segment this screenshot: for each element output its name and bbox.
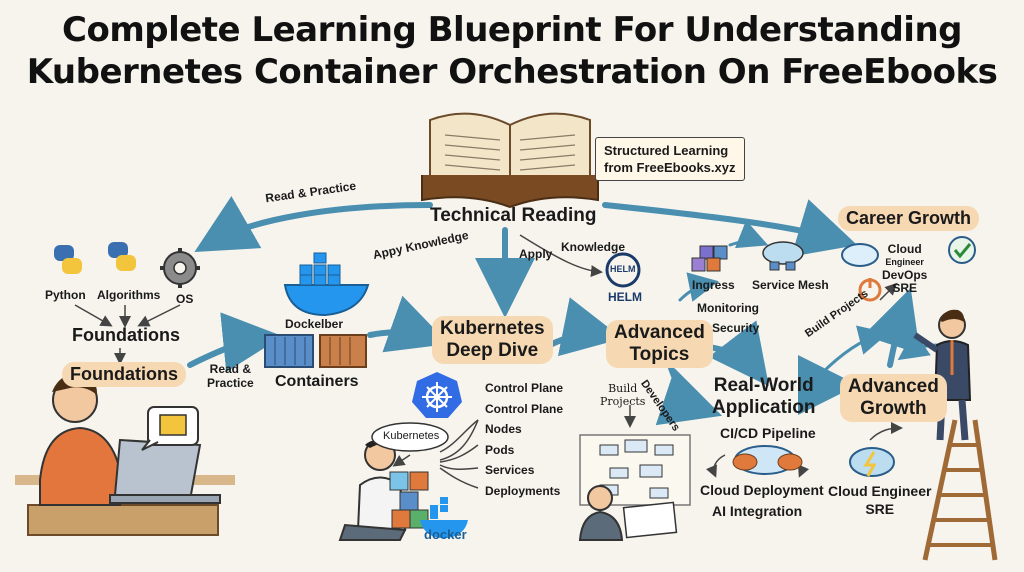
cloud-deployment-label: Cloud Deployment bbox=[700, 482, 824, 498]
open-book-icon bbox=[421, 112, 599, 209]
arrow-advanced-to-realworld-2 bbox=[655, 362, 723, 426]
career-roles-label: Cloud Engineer DevOps SRE bbox=[882, 243, 927, 295]
checkmark-badge-icon bbox=[948, 236, 976, 264]
build-projects-left-label: Build Projects bbox=[600, 382, 645, 408]
gear-icon bbox=[160, 248, 200, 288]
algorithms-label: Algorithms bbox=[97, 288, 161, 302]
advanced-growth-node: Advanced Growth bbox=[840, 374, 947, 422]
helm-icon-text: HELM bbox=[610, 264, 636, 274]
arrow-k8s-to-advanced bbox=[547, 297, 623, 357]
builder-person-illustration bbox=[338, 439, 429, 541]
cloud-lightning-icon bbox=[849, 447, 895, 477]
service-mesh-icon bbox=[762, 241, 804, 271]
helm-icon bbox=[605, 252, 641, 288]
helm-label: HELM bbox=[608, 290, 642, 304]
service-mesh-label: Service Mesh bbox=[752, 278, 829, 292]
cloud-engineer-bottom-line-2: SRE bbox=[865, 501, 895, 517]
arrow-growth-to-career bbox=[863, 287, 921, 368]
k8s-deep-dive-node: Kubernetes Deep Dive bbox=[432, 316, 553, 364]
ingress-cubes-icon bbox=[691, 245, 728, 272]
career-growth-node: Career Growth bbox=[838, 206, 980, 231]
page-title-line-1: Complete Learning Blueprint For Understa… bbox=[62, 10, 962, 50]
power-icon bbox=[858, 278, 882, 302]
cloud-engineer-bottom-line-1: Cloud Engineer bbox=[828, 483, 932, 499]
advanced-growth-line-2: Growth bbox=[860, 398, 927, 419]
ai-integration-label: AI Integration bbox=[712, 503, 803, 519]
dockelber-label: Dockelber bbox=[285, 317, 344, 331]
book-note-line-1: Structured Learning bbox=[604, 143, 729, 158]
build-projects-left-line-2: Projects bbox=[600, 395, 646, 408]
read-practice-mid-line-2: Practice bbox=[207, 376, 254, 390]
cloud-engineer-bottom-label: Cloud Engineer SRE bbox=[828, 482, 931, 518]
ladder-illustration bbox=[922, 419, 998, 561]
kubernetes-bubble-text: Kubernetes bbox=[383, 430, 440, 442]
real-world-node: Real-World Application bbox=[712, 375, 815, 419]
page-title-line-2: Kubernetes Container Orchestration On Fr… bbox=[26, 52, 998, 92]
docker-whale-icon bbox=[283, 252, 370, 317]
book-note: Structured Learning from FreeEbooks.xyz bbox=[595, 137, 745, 181]
k8s-component-item: Services bbox=[485, 463, 535, 477]
os-label: OS bbox=[176, 292, 194, 306]
career-roles-line-1: Cloud bbox=[887, 242, 922, 256]
cicd-clouds-icon bbox=[732, 445, 803, 475]
read-practice-mid-label: Read & Practice bbox=[207, 362, 254, 390]
read-practice-mid-line-1: Read & bbox=[209, 362, 252, 376]
arrow-foundations-to-containers bbox=[187, 312, 283, 373]
book-note-line-2: from FreeEbooks.xyz bbox=[604, 160, 736, 175]
container-blue-icon bbox=[264, 334, 314, 368]
ingress-label: Ingress bbox=[692, 278, 735, 292]
career-roles-line-2: Engineer bbox=[885, 257, 924, 267]
advanced-topics-node: Advanced Topics bbox=[606, 320, 713, 368]
real-world-line-2: Application bbox=[712, 397, 816, 418]
apply-label: Apply bbox=[519, 247, 553, 261]
arrow-reading-to-foundations bbox=[194, 196, 433, 252]
python-label: Python bbox=[45, 288, 86, 302]
arrow-reading-to-career bbox=[602, 199, 858, 257]
k8s-component-item: Control Plane bbox=[485, 381, 564, 395]
k8s-deep-dive-line-1: Kubernetes bbox=[440, 318, 545, 339]
k8s-component-item: Deployments bbox=[485, 483, 561, 498]
container-orange-icon bbox=[319, 334, 367, 368]
foundations-label-2: Foundations bbox=[62, 362, 186, 387]
kubernetes-logo-icon bbox=[412, 372, 462, 418]
advanced-topics-line-1: Advanced bbox=[614, 322, 705, 343]
docker-mini-icon bbox=[420, 497, 468, 539]
advanced-topics-line-2: Topics bbox=[629, 344, 690, 365]
containers-label: Containers bbox=[275, 373, 359, 390]
advanced-growth-line-1: Advanced bbox=[848, 376, 939, 397]
technical-reading-label: Technical Reading bbox=[430, 205, 597, 226]
chat-bubble-icon bbox=[141, 406, 199, 451]
docker-text: docker bbox=[424, 527, 467, 542]
real-world-line-1: Real-World bbox=[713, 375, 814, 396]
k8s-component-item: Pods bbox=[485, 442, 515, 457]
monitoring-label: Monitoring bbox=[697, 301, 759, 315]
knowledge-label: Knowledge bbox=[561, 240, 626, 254]
foundations-label-1: Foundations bbox=[72, 325, 180, 345]
build-projects-left-line-1: Build bbox=[608, 382, 638, 395]
k8s-components-list: Control Plane Control Plane Nodes Pods S… bbox=[485, 378, 563, 501]
k8s-component-item: Nodes bbox=[485, 422, 522, 436]
security-label: Security bbox=[712, 321, 760, 335]
k8s-deep-dive-line-2: Deep Dive bbox=[446, 340, 539, 361]
cicd-label: CI/CD Pipeline bbox=[720, 425, 816, 441]
cloud-icon bbox=[841, 243, 879, 267]
whiteboard-illustration bbox=[578, 434, 691, 541]
algorithms-python-icon bbox=[108, 242, 136, 271]
kubernetes-speech-bubble bbox=[371, 422, 449, 452]
k8s-component-item: Control Plane bbox=[485, 401, 564, 416]
arrow-containers-to-k8s bbox=[367, 295, 449, 353]
career-roles-line-4: SRE bbox=[892, 281, 918, 295]
student-laptop-illustration bbox=[15, 374, 235, 536]
career-roles-line-3: DevOps bbox=[882, 268, 928, 282]
python-icon bbox=[54, 245, 82, 274]
